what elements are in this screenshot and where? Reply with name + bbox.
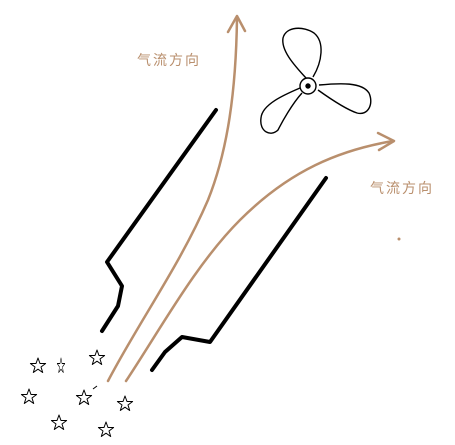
star-icon (75, 389, 93, 405)
airflow-arrowhead-up (226, 14, 247, 34)
fan-blade-right (317, 83, 372, 115)
stray-dot (397, 237, 401, 241)
star-icon (88, 349, 106, 365)
airflow-direction-label-top: 气流方向 (137, 53, 201, 69)
star-icon (29, 357, 47, 373)
fan-blade-left (260, 87, 303, 134)
star-icon (20, 388, 38, 404)
duct-wall-lower (150, 176, 328, 372)
fan-blade-top (282, 27, 322, 79)
airflow-direction-label-right: 气流方向 (370, 181, 434, 197)
star-icon (116, 395, 134, 411)
star-icon (50, 414, 68, 430)
star-icon (97, 421, 115, 437)
airflow-arrow-right (124, 139, 395, 383)
star-icon (56, 357, 66, 373)
fan-center-dot (305, 83, 311, 89)
stray-mark (92, 385, 98, 390)
duct-wall-upper (100, 108, 218, 333)
fan-hub (299, 77, 317, 95)
airflow-arrowhead-right (376, 131, 396, 152)
airflow-arrow-up (106, 16, 239, 383)
fan-icon (260, 27, 372, 134)
